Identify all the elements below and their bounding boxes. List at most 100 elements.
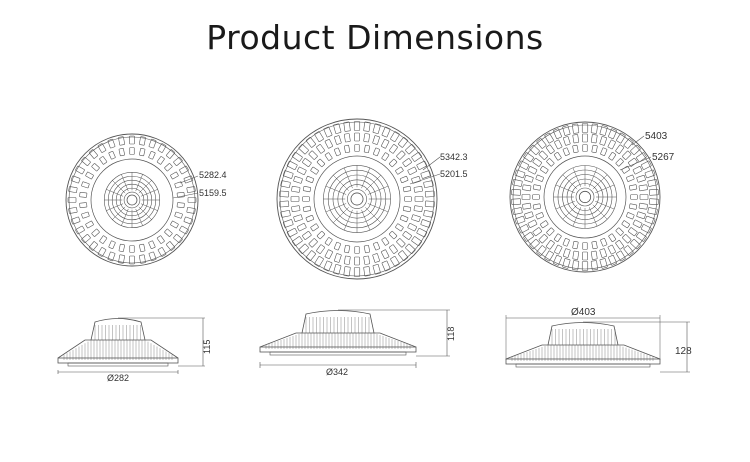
fin-slot — [622, 150, 632, 160]
fin-slot — [333, 123, 342, 134]
fin-slot — [424, 190, 435, 198]
fin-slot — [532, 227, 543, 237]
ring — [90, 158, 174, 242]
fin-slot — [164, 163, 173, 172]
fin-slot — [644, 215, 656, 225]
fin-slot — [554, 244, 563, 255]
fin-slot — [333, 241, 342, 251]
fin-slot — [381, 126, 391, 138]
fin-slot — [627, 227, 638, 237]
leader-line — [631, 135, 645, 146]
lens — [67, 362, 169, 367]
spoke — [343, 167, 353, 189]
fin-slot — [381, 249, 390, 260]
fin-slot — [324, 249, 333, 260]
fin-slot — [305, 214, 315, 223]
fin-slot — [563, 248, 571, 258]
fin-slot — [621, 220, 630, 229]
fin-slot — [524, 175, 534, 183]
fin-slot — [292, 151, 303, 162]
fin-slot — [615, 158, 624, 167]
fin-slot — [546, 158, 555, 167]
fin-slot — [607, 244, 616, 255]
fin-slot — [99, 235, 108, 244]
fin-slot — [305, 175, 315, 184]
fin-slot — [79, 192, 88, 198]
fin-slot — [535, 212, 544, 220]
fin-slot — [600, 147, 608, 156]
fin-slot — [108, 240, 116, 249]
small-top-outer-label: 5282.4 — [199, 170, 227, 180]
fin-slot — [582, 133, 588, 143]
fin-slot — [298, 243, 309, 254]
fin-slot — [407, 223, 418, 232]
fin-slot — [179, 165, 189, 175]
fin-slot — [527, 219, 538, 228]
spoke — [555, 200, 575, 210]
fin-slot — [157, 143, 167, 153]
fin-slot — [608, 233, 617, 242]
fin-slot — [638, 202, 648, 210]
fin-slot — [107, 138, 116, 149]
fin-slot — [129, 245, 135, 253]
fin-slot — [590, 134, 598, 144]
fin-slot — [402, 185, 412, 193]
fin-slot — [333, 264, 342, 275]
fin-slot — [630, 144, 641, 156]
spoke — [138, 206, 152, 220]
fin-slot — [544, 132, 554, 144]
fin-slot — [372, 253, 380, 263]
fin-slot — [302, 205, 312, 213]
fin-slot — [628, 203, 638, 210]
center-cap — [350, 192, 364, 206]
fin-slot — [91, 228, 100, 237]
fin-slot — [411, 176, 421, 184]
fin-slot — [324, 152, 333, 161]
large-top-inner-label: 5267 — [652, 152, 675, 163]
fin-slot — [187, 197, 197, 203]
fin-slot — [405, 243, 416, 254]
fin-slot — [290, 196, 300, 202]
fin-slot — [129, 255, 135, 265]
fin-slot — [156, 156, 165, 165]
fin-slot — [176, 192, 185, 198]
base-plate — [505, 358, 661, 365]
fin-slot — [648, 198, 659, 206]
spoke — [106, 189, 124, 197]
fin-slot — [582, 242, 588, 250]
fin-slot — [591, 240, 598, 250]
fin-slot — [562, 125, 571, 136]
fin-slot — [572, 123, 580, 134]
fin-slot — [282, 170, 294, 179]
ring — [347, 189, 367, 209]
fin-slot — [118, 136, 125, 146]
fin-slot — [636, 175, 646, 183]
fin-slot — [607, 139, 616, 150]
fin-slot — [644, 169, 656, 179]
fin-slot — [372, 147, 381, 157]
fin-slot — [636, 152, 647, 163]
fin-slot — [363, 244, 371, 254]
outer-rim — [509, 121, 661, 273]
fin-slot — [536, 138, 547, 149]
fin-slot — [381, 260, 391, 272]
fin-slot — [536, 245, 547, 256]
spoke — [325, 203, 347, 213]
spoke — [595, 200, 615, 210]
fin-slot — [343, 144, 351, 154]
spoke — [135, 174, 143, 192]
leader-line — [409, 173, 441, 185]
fin-slot — [518, 160, 530, 170]
fin-slot — [139, 147, 146, 157]
fin-slot — [424, 200, 435, 208]
fin-slot — [67, 197, 77, 203]
fin-slot — [310, 166, 319, 175]
spoke — [343, 209, 353, 231]
fin-slot — [129, 147, 135, 155]
fin-slot — [286, 160, 298, 171]
fin-slot — [88, 241, 98, 251]
side-view-medium — [259, 310, 417, 356]
outer-rim — [276, 118, 438, 280]
fin-slot — [363, 133, 371, 143]
